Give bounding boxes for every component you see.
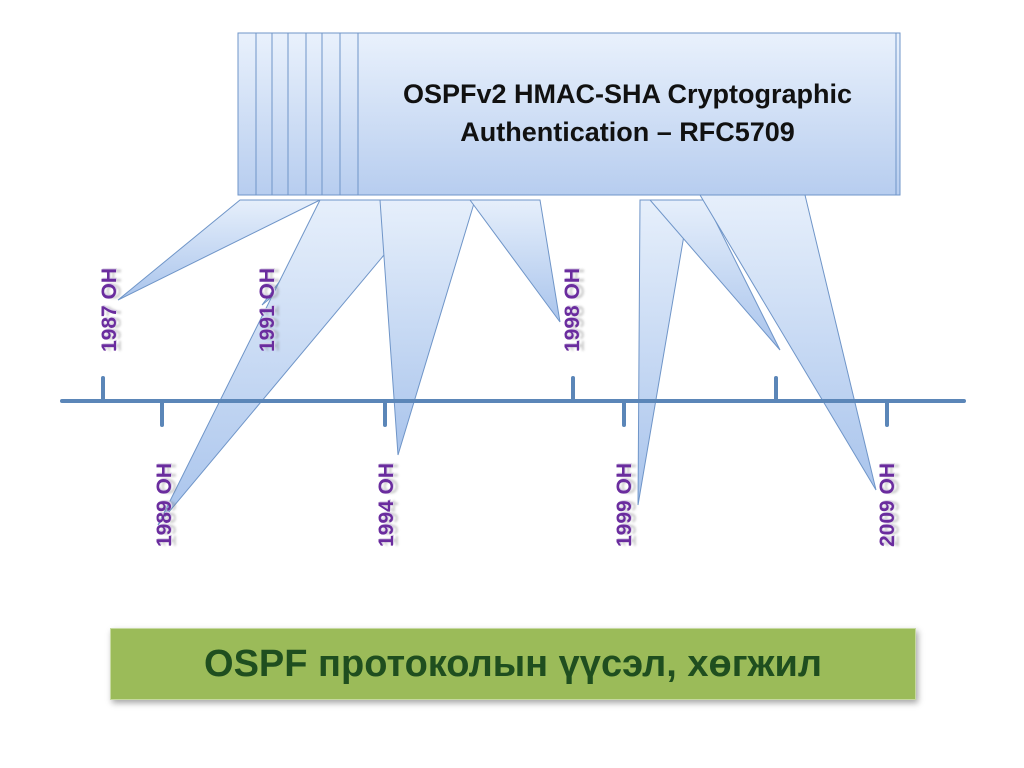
callout-pointers bbox=[117, 194, 877, 526]
year-label-1989: 1989 ОН bbox=[153, 462, 176, 548]
pointer-1999 bbox=[637, 199, 691, 506]
callout-title-line-2: Authentication – RFC5709 bbox=[460, 117, 795, 147]
year-label-2009: 2009 ОН bbox=[876, 462, 899, 548]
year-label-1994: 1994 ОН bbox=[375, 462, 398, 548]
year-label-1999: 1999 ОН bbox=[613, 462, 636, 548]
pointer-1998 bbox=[469, 199, 561, 323]
pointer-1994 bbox=[379, 199, 476, 456]
pointer-2009 bbox=[699, 194, 877, 491]
year-label-1998: 1998 ОН bbox=[561, 267, 584, 353]
year-label-1991: 1991 ОН bbox=[256, 267, 279, 353]
pointer-1989 bbox=[157, 199, 432, 526]
pointer-1987 bbox=[117, 199, 321, 301]
callout-box-front bbox=[357, 32, 897, 196]
callout-stack bbox=[237, 32, 901, 196]
timeline-axis-group bbox=[60, 376, 966, 427]
year-label-1987: 1987 ОН bbox=[98, 267, 121, 353]
callout-title-line-1: OSPFv2 HMAC-SHA Cryptographic bbox=[402, 79, 853, 109]
callout-title: OSPFv2 HMAC-SHA Cryptographic Authentica… bbox=[360, 75, 895, 151]
footer-title: OSPF протоколын үүсэл, хөгжил bbox=[204, 643, 822, 685]
footer-banner: OSPF протоколын үүсэл, хөгжил bbox=[110, 628, 916, 700]
pointer-2006 bbox=[648, 199, 781, 351]
